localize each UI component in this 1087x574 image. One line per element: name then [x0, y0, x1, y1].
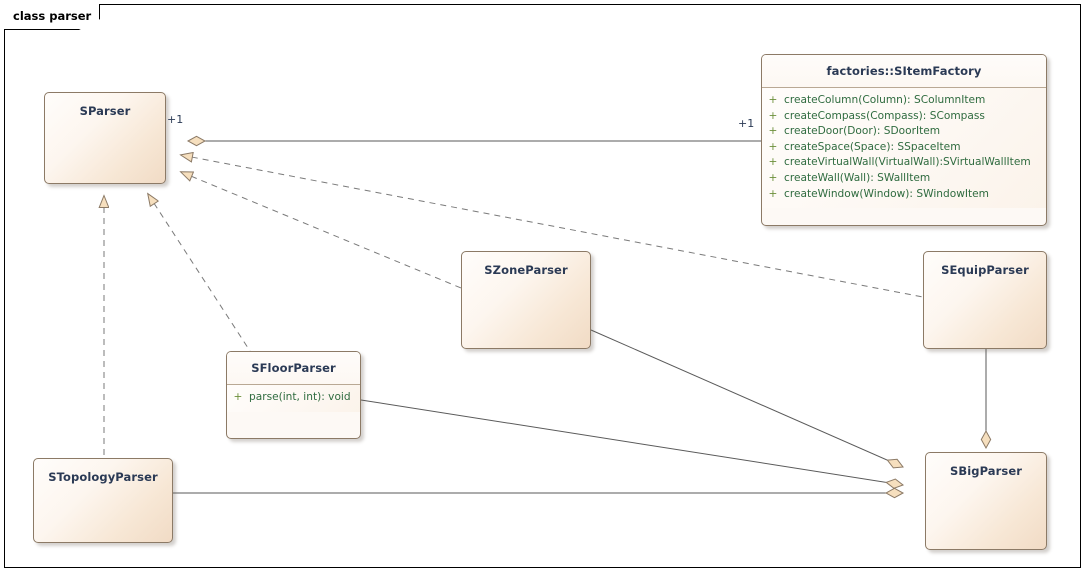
operation-visibility: + — [768, 171, 778, 184]
class-box-sequipparser[interactable]: SEquipParser — [923, 251, 1047, 349]
diagram-frame-border — [4, 4, 1081, 568]
operation-row: + parse(int, int): void — [227, 390, 360, 406]
class-box-szoneparser[interactable]: SZoneParser — [461, 251, 591, 349]
operation-row: + createSpace(Space): SSpaceItem — [762, 140, 1046, 156]
operation-visibility: + — [768, 109, 778, 122]
operation-row: + createWall(Wall): SWallItem — [762, 171, 1046, 187]
operation-row: + createWindow(Window): SWindowItem — [762, 187, 1046, 203]
class-name-sequipparser: SEquipParser — [941, 263, 1029, 277]
operation-visibility: + — [768, 94, 778, 106]
link-sbigparser-szoneparser — [590, 329, 904, 469]
class-name-stopologyparser: STopologyParser — [48, 470, 158, 484]
operations-compartment-sfloorparser: + parse(int, int): void — [227, 385, 360, 412]
operation-signature: createSpace(Space): SSpaceItem — [784, 140, 961, 153]
operations-compartment-sitemfactory: + createColumn(Column): SColumnItem + creat… — [762, 88, 1046, 209]
operation-signature: createColumn(Column): SColumnItem — [784, 94, 986, 106]
link-sequipparser-sparser — [181, 155, 924, 298]
class-name-sparser: SParser — [79, 104, 131, 118]
class-name-szoneparser: SZoneParser — [484, 263, 568, 277]
class-box-sfloorparser[interactable]: SFloorParser + parse(int, int): void — [226, 351, 361, 439]
link-sbigparser-sfloorparser — [360, 399, 905, 489]
class-box-stopologyparser[interactable]: STopologyParser — [33, 458, 173, 543]
multiplicity-label-mult-target: +1 — [738, 117, 755, 130]
operation-signature: parse(int, int): void — [249, 391, 351, 403]
operation-signature: createWall(Wall): SWallItem — [784, 171, 931, 184]
diagram-frame-label: class parser — [13, 9, 92, 23]
class-name-sitemfactory: factories::SItemFactory — [762, 55, 1046, 88]
multiplicity-label-mult-source: +1 — [167, 113, 184, 126]
link-szoneparser-sparser — [181, 172, 462, 289]
diagram-frame-tab — [4, 4, 100, 30]
operation-visibility: + — [233, 391, 243, 403]
operation-visibility: + — [768, 140, 778, 153]
operation-visibility: + — [768, 156, 778, 169]
operation-visibility: + — [768, 125, 778, 138]
class-box-sitemfactory[interactable]: factories::SItemFactory+ createColumn(Col… — [761, 54, 1047, 226]
class-name-sbigparser: SBigParser — [949, 464, 1023, 478]
class-box-sbigparser[interactable]: SBigParser — [925, 452, 1047, 550]
link-sfloorparser-sparser — [148, 194, 251, 352]
operation-row: + createCompass(Compass): SCompass — [762, 109, 1046, 125]
operation-row: + createColumn(Column): SColumnItem — [762, 93, 1046, 109]
operation-signature: createCompass(Compass): SCompass — [784, 109, 985, 122]
operation-signature: createWindow(Window): SWindowItem — [784, 187, 989, 200]
operation-signature: createVirtualWall(VirtualWall):SVirtualW… — [784, 156, 1031, 169]
operation-signature: createDoor(Door): SDoorItem — [784, 125, 941, 138]
class-name-sfloorparser: SFloorParser — [227, 352, 360, 385]
operation-row: + createVirtualWall(VirtualWall):SVirtual… — [762, 155, 1046, 171]
class-box-sparser[interactable]: SParser — [44, 92, 166, 184]
operation-visibility: + — [768, 187, 778, 200]
operation-row: + createDoor(Door): SDoorItem — [762, 124, 1046, 140]
